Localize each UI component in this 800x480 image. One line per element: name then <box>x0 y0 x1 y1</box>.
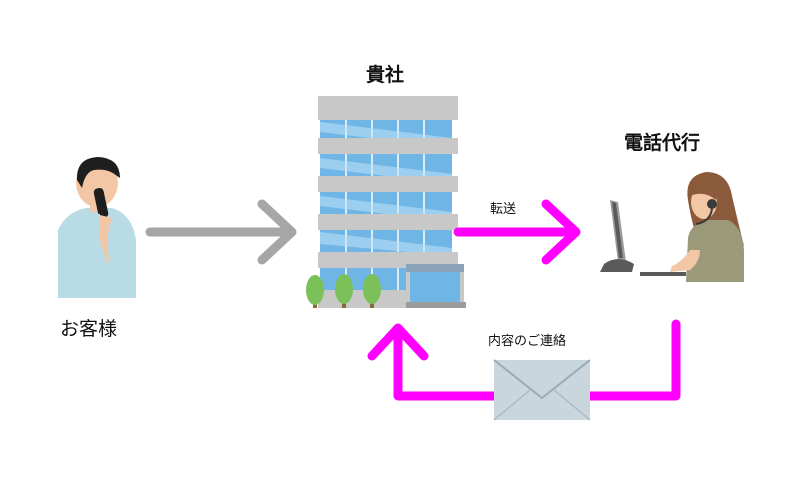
envelope-icon <box>493 359 591 421</box>
transfer-label: 転送 <box>490 202 517 217</box>
customer-phone-icon <box>58 157 136 298</box>
operator-headset-icon <box>600 172 744 282</box>
call-agency-label: 電話代行 <box>624 132 701 154</box>
arrow-transfer <box>453 199 581 265</box>
tree-icon <box>363 274 381 308</box>
tree-icon <box>335 274 353 308</box>
customer-label: お客様 <box>60 318 118 340</box>
company-label: 貴社 <box>366 64 405 86</box>
arrow-customer-to-company <box>145 199 297 265</box>
contact-content-label: 内容のご連絡 <box>488 334 567 349</box>
office-building-icon <box>306 96 466 308</box>
tree-icon <box>306 275 324 308</box>
